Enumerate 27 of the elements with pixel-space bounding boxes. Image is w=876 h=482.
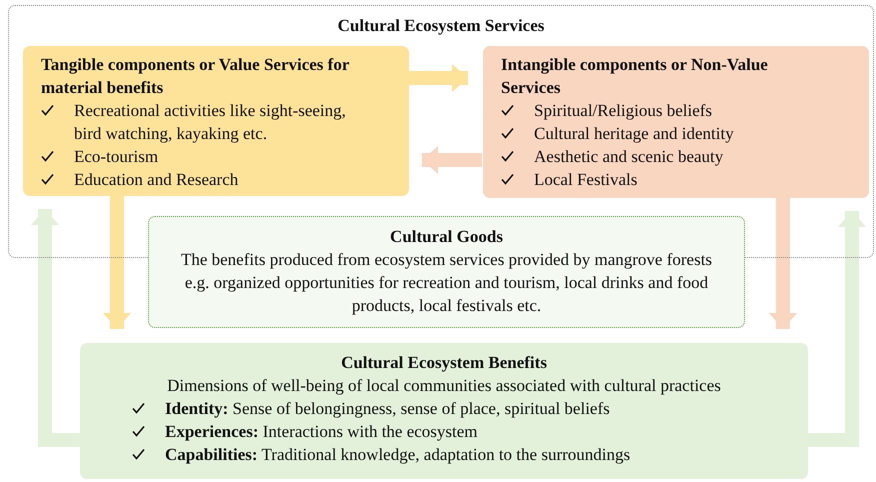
process-box bbox=[23, 46, 409, 196]
list-item: Aesthetic and scenic beauty bbox=[534, 146, 724, 168]
heading: Tangible components or Value Services for material benefits bbox=[41, 54, 350, 99]
heading: Cultural Ecosystem Benefits bbox=[340, 352, 548, 374]
arrow bbox=[422, 146, 482, 174]
process-box bbox=[483, 46, 869, 198]
subtitle: Dimensions of well-being of local communities associated with cultural practices bbox=[166, 375, 722, 397]
list-item: Capabilities: Traditional knowledge, adaptation to the surroundings bbox=[165, 444, 630, 466]
arrow bbox=[31, 209, 80, 447]
list-item: Education and Research bbox=[74, 169, 238, 191]
arrow bbox=[103, 195, 131, 329]
list-item: Experiences: Interactions with the ecosystem bbox=[165, 421, 478, 443]
heading: Intangible components or Non-Value Services bbox=[501, 54, 769, 99]
arrow bbox=[808, 211, 866, 447]
heading: Cultural Goods bbox=[389, 226, 504, 248]
list-item: Local Festivals bbox=[534, 169, 638, 191]
heading: Cultural Ecosystem Services bbox=[336, 15, 546, 37]
list-item: Recreational activities like sight-seeing, bird watching, kayaking etc. bbox=[74, 100, 347, 145]
arrow bbox=[408, 64, 468, 92]
note-box bbox=[148, 216, 745, 328]
arrow bbox=[769, 197, 797, 329]
description: The benefits produced from ecosystem services provided by mangrove forests e.g. organized opportunities for recreation and tourism, local drinks and food products, local festivals etc. bbox=[180, 249, 714, 317]
list-item: Spiritual/Religious beliefs bbox=[534, 100, 712, 122]
list-item: Eco-tourism bbox=[74, 146, 158, 168]
process-box bbox=[80, 343, 808, 479]
list-item: Identity: Sense of belongingness, sense of place, spiritual beliefs bbox=[165, 398, 610, 420]
list-item: Cultural heritage and identity bbox=[534, 123, 734, 145]
